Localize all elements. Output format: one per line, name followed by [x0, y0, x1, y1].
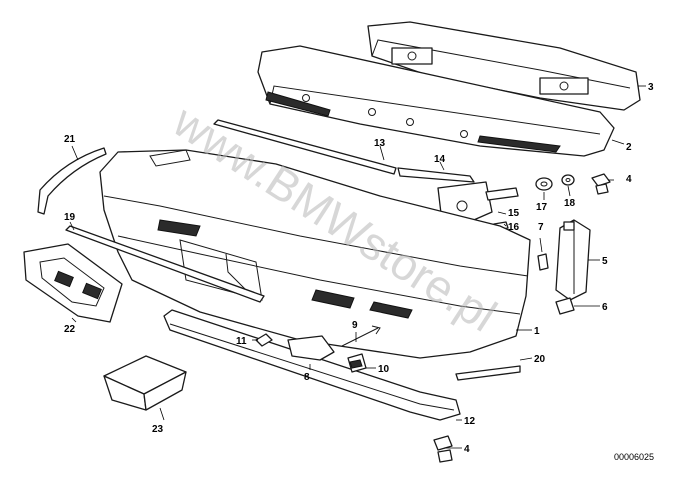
bumper-cover-part[interactable]	[99, 149, 531, 359]
cap-11-part[interactable]	[255, 333, 273, 347]
callout-17: 17	[536, 202, 548, 213]
callout-4-upper: 4	[626, 174, 632, 185]
leader-lines	[69, 85, 646, 449]
callout-20: 20	[534, 354, 546, 365]
callout-5: 5	[602, 256, 608, 267]
callout-2: 2	[626, 142, 632, 153]
callout-13: 13	[374, 138, 386, 149]
callout-8: 8	[304, 372, 310, 383]
callout-9: 9	[352, 320, 358, 331]
callout-18: 18	[564, 198, 576, 209]
bumper-carrier-part[interactable]	[257, 45, 615, 157]
callout-6: 6	[602, 302, 608, 313]
spring-part[interactable]	[341, 325, 381, 347]
spoiler-lip-part[interactable]	[163, 309, 461, 421]
callout-23: 23	[152, 424, 164, 435]
reference-number: 00006025	[614, 452, 654, 462]
bolt-4-lower-part[interactable]	[433, 435, 453, 463]
callout-19: 19	[64, 212, 76, 223]
side-moulding-20-part[interactable]	[455, 365, 521, 381]
box-part[interactable]	[103, 355, 187, 411]
callout-1: 1	[534, 326, 540, 337]
clip-10-part[interactable]	[347, 353, 367, 373]
impact-absorber-part[interactable]	[367, 21, 641, 111]
callout-16: 16	[508, 222, 520, 233]
edge-trim-21-part[interactable]	[37, 147, 107, 215]
trim-strip-14-part[interactable]	[397, 167, 475, 183]
callout-10: 10	[378, 364, 390, 375]
callout-7: 7	[538, 222, 544, 233]
callout-4-lower: 4	[464, 444, 470, 455]
callout-22: 22	[64, 324, 76, 335]
callout-15: 15	[508, 208, 520, 219]
callout-3: 3	[648, 82, 654, 93]
screw-7-part[interactable]	[537, 253, 549, 271]
license-plate-base-part[interactable]	[23, 243, 123, 323]
clip-nut-6-part[interactable]	[555, 297, 575, 315]
tow-hook-cover-part[interactable]	[287, 335, 335, 361]
callout-12: 12	[464, 416, 476, 427]
moulding-strip-13-part[interactable]	[213, 119, 397, 175]
clip-nut-18-part[interactable]	[561, 174, 575, 186]
callout-14: 14	[434, 154, 446, 165]
callout-21: 21	[64, 134, 76, 145]
callout-labels: 1 2 3 4 4 5 6 7 8 9 10 11 12 13 14 15 16…	[64, 82, 654, 455]
strip-19-part[interactable]	[65, 225, 265, 303]
bolt-4-upper-part[interactable]	[591, 173, 611, 195]
grommet-17-part[interactable]	[535, 177, 553, 191]
callout-11: 11	[236, 336, 247, 347]
bumper-bracket-part[interactable]	[555, 219, 591, 301]
